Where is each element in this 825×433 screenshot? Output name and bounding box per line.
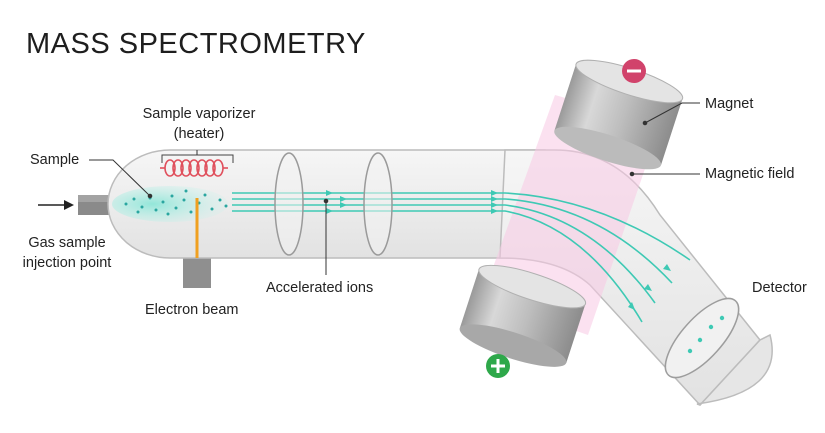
leader-lines — [89, 102, 700, 275]
label-sample: Sample — [30, 152, 80, 168]
label-magnetic-field: Magnetic field — [705, 166, 795, 182]
gas-injection-nozzle — [78, 195, 112, 215]
sample-cloud — [112, 186, 228, 222]
ion-beams — [232, 192, 691, 323]
positive-pole-icon — [486, 354, 510, 378]
diagram-title: MASS SPECTROMETRY — [26, 28, 366, 60]
negative-pole-icon — [622, 59, 646, 83]
label-detector: Detector — [752, 280, 807, 296]
label-accelerated-ions: Accelerated ions — [266, 280, 374, 296]
label-vaporizer-line1: Sample vaporizer — [142, 106, 256, 122]
heater-coil — [160, 159, 228, 177]
sample-particles — [124, 189, 228, 216]
bottom-magnet — [459, 264, 587, 367]
detector — [664, 297, 773, 406]
accelerator-plate-1 — [274, 152, 304, 256]
label-gas-line1: Gas sample — [28, 235, 106, 251]
label-gas-line2: injection point — [22, 255, 112, 271]
ion-beam-arrows — [326, 190, 671, 310]
injection-arrow-icon — [38, 200, 74, 210]
label-vaporizer-line2: (heater) — [173, 126, 225, 142]
label-magnet: Magnet — [705, 96, 754, 112]
electron-gun — [183, 258, 211, 288]
accelerator-plate-2 — [363, 152, 393, 256]
label-electron-beam: Electron beam — [145, 302, 239, 318]
